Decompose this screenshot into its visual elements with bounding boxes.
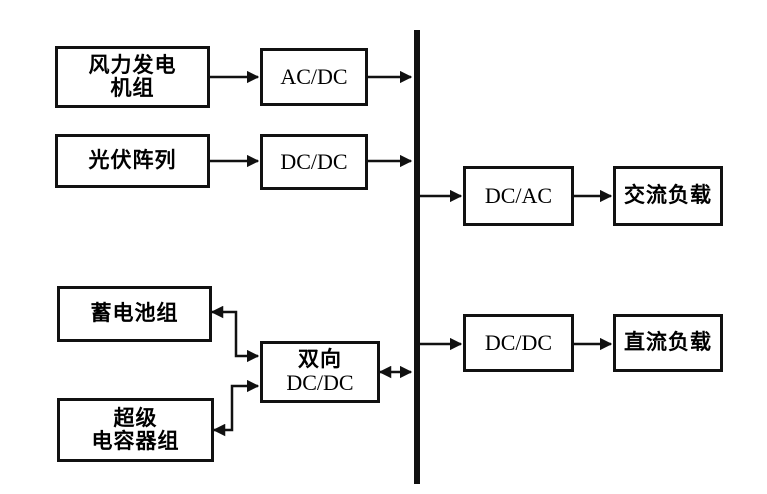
load-dcdc-converter-label: DC/DC xyxy=(484,329,553,355)
bidirectional-label-line2: DC/DC xyxy=(286,370,354,396)
pv-dcdc-converter-label: DC/DC xyxy=(280,148,348,174)
wind-turbine-box: 风力发电 机组 xyxy=(55,46,210,108)
pv-array-label: 光伏阵列 xyxy=(88,148,177,173)
wind-turbine-label-line1: 风力发电 xyxy=(88,52,177,77)
battery-box: 蓄电池组 xyxy=(57,286,212,342)
load-dcdc-converter-box: DC/DC xyxy=(463,314,574,372)
bidirectional-dcdc-box: 双向 DC/DC xyxy=(260,341,380,403)
dc-load-label: 直流负载 xyxy=(624,330,712,355)
wire-battery-to-bidir xyxy=(210,305,260,363)
wind-turbine-label-line2: 机组 xyxy=(110,76,155,100)
acdc-converter-label: AC/DC xyxy=(280,63,348,89)
acdc-converter-box: AC/DC xyxy=(260,48,368,106)
dcac-inverter-label: DC/AC xyxy=(484,182,553,208)
battery-label: 蓄电池组 xyxy=(90,301,179,326)
wire-supercap-to-bidir xyxy=(212,379,260,437)
supercapacitor-label-line2: 电容器组 xyxy=(91,429,180,453)
supercapacitor-box: 超级 电容器组 xyxy=(57,398,214,462)
pv-dcdc-converter-box: DC/DC xyxy=(260,134,368,190)
ac-load-label: 交流负载 xyxy=(624,183,712,208)
dc-load-box: 直流负载 xyxy=(613,314,723,372)
dcac-inverter-box: DC/AC xyxy=(463,166,574,226)
bidirectional-label-line1: 双向 xyxy=(298,347,342,372)
ac-load-box: 交流负载 xyxy=(613,166,723,226)
pv-array-box: 光伏阵列 xyxy=(55,134,210,188)
supercapacitor-label-line1: 超级 xyxy=(113,405,158,430)
